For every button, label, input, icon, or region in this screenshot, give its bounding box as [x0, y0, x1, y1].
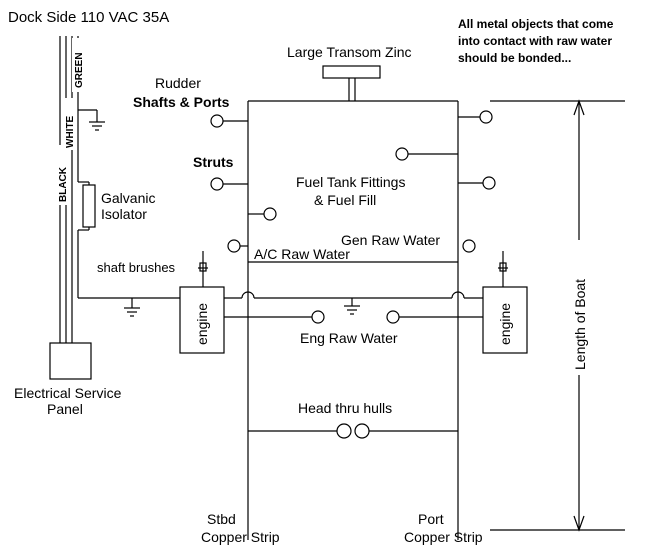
eng-raw-water-label: Eng Raw Water	[300, 330, 398, 346]
note-line-2: into contact with raw water	[458, 34, 612, 48]
zinc-label: Large Transom Zinc	[287, 44, 412, 60]
head-thru-hull-node-2	[354, 423, 370, 439]
fuel-label-2: & Fuel Fill	[314, 192, 376, 208]
strut-node	[210, 177, 224, 191]
dock-side-label: Dock Side 110 VAC 35A	[8, 9, 169, 26]
length-of-boat-label: Length of Boat	[572, 279, 588, 370]
fuel-label-1: Fuel Tank Fittings	[296, 174, 405, 190]
port-shaft-brush	[498, 251, 508, 288]
stbd-engine	[179, 286, 225, 354]
bonding-note: All metal objects that come into contact…	[458, 17, 614, 65]
panel-label-2: Panel	[47, 401, 83, 417]
length-dimension	[573, 99, 585, 532]
stbd-engine-label: engine	[194, 303, 210, 345]
fuel-tank-node	[395, 147, 409, 161]
port-engine	[482, 286, 528, 354]
wire-label-green: GREEN	[74, 52, 85, 88]
boat-frame	[247, 100, 459, 540]
ground-symbol-left	[124, 298, 140, 317]
fuel-fill-node	[263, 207, 277, 221]
head-thru-hull-node-1	[336, 423, 352, 439]
port-engine-label: engine	[497, 303, 513, 345]
galvanic-isolator	[82, 184, 96, 228]
stbd-label-2: Copper Strip	[201, 529, 280, 545]
struts-label: Struts	[193, 154, 234, 170]
isolator-label-2: Isolator	[101, 206, 147, 222]
shaft-brushes-label: shaft brushes	[97, 260, 176, 275]
rudder-label: Rudder	[155, 75, 201, 91]
ground-symbol-top	[78, 109, 105, 131]
port-shaft-node	[479, 110, 493, 124]
panel-label-1: Electrical Service	[14, 385, 122, 401]
engine-bonding-bus	[224, 291, 483, 299]
port-label-2: Copper Strip	[404, 529, 483, 545]
wire-label-black: BLACK	[58, 166, 69, 202]
wire-label-white: WHITE	[65, 115, 76, 148]
shafts-ports-label: Shafts & Ports	[133, 94, 230, 110]
note-line-3: should be bonded...	[458, 51, 571, 65]
head-thru-hulls-label: Head thru hulls	[298, 400, 392, 416]
note-line-1: All metal objects that come	[458, 17, 614, 31]
electrical-service-panel	[49, 342, 92, 380]
port-label-1: Port	[418, 511, 444, 527]
port-eng-raw-water-node	[386, 310, 400, 324]
gen-raw-water-node	[462, 239, 476, 253]
transom-zinc	[322, 65, 381, 79]
isolator-label-1: Galvanic	[101, 190, 155, 206]
stbd-eng-raw-water-node	[311, 310, 325, 324]
port-strut-node	[482, 176, 496, 190]
ac-raw-water-node	[227, 239, 241, 253]
stbd-label-1: Stbd	[207, 511, 236, 527]
ac-raw-water-label: A/C Raw Water	[254, 246, 350, 262]
ground-symbol-center	[344, 298, 360, 315]
rudder-fitting-node	[210, 114, 224, 128]
gen-raw-water-label: Gen Raw Water	[341, 232, 440, 248]
